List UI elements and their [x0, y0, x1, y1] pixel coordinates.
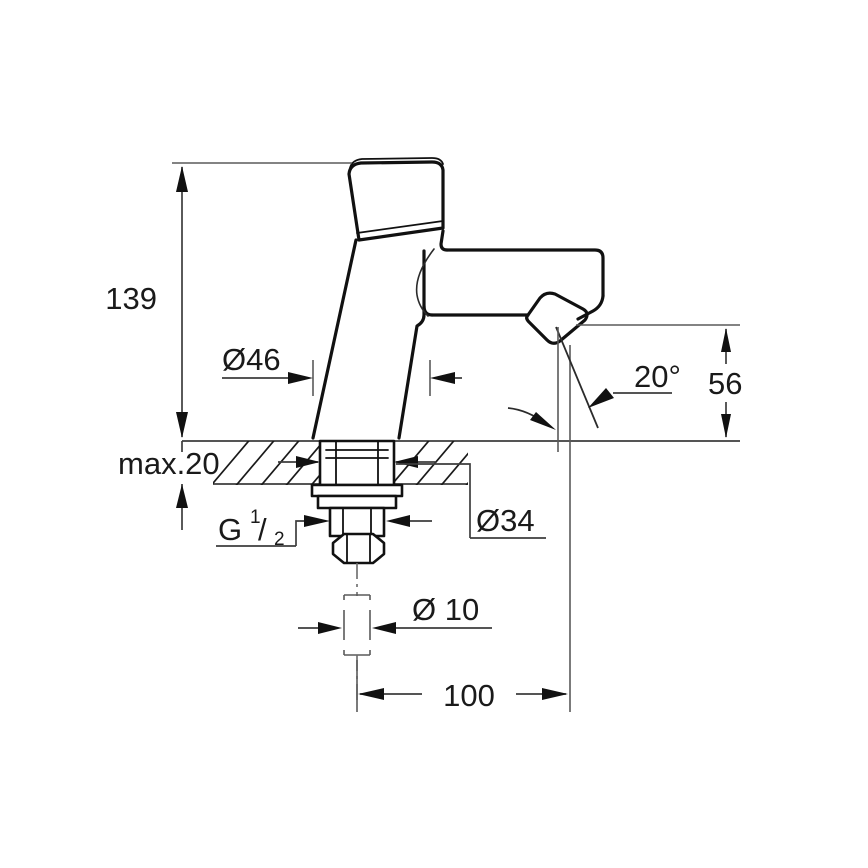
arrow-angle-curve: [530, 412, 556, 430]
spout-top-line: [445, 248, 605, 298]
arrow-g-half-right: [386, 515, 410, 527]
dimension-body-diameter-46: Ø46: [222, 342, 462, 396]
arrow-139-down: [176, 412, 188, 438]
dim-label-thread-numerator: 1: [250, 507, 261, 528]
dim-label-max20: max.20: [118, 446, 220, 481]
callout-base-diameter-34: Ø34: [396, 463, 546, 539]
dim-label-thread-g: G: [218, 512, 242, 547]
arrow-100-left: [358, 688, 384, 700]
arrow-g-half: [304, 515, 330, 527]
mounting-deck-section: [182, 440, 740, 485]
arrow-46-left-pointing: [430, 372, 455, 384]
shank-through-deck: [318, 439, 396, 487]
dim-label-100: 100: [443, 678, 495, 713]
arrow-46-right-pointing: [288, 372, 313, 384]
dimension-tail-diameter-10: Ø 10: [298, 592, 492, 634]
arrow-10-right-pointing: [318, 622, 342, 634]
threaded-tail: [328, 506, 386, 538]
shank-assembly: [310, 439, 404, 565]
dim-label-56-bg: [700, 364, 756, 402]
lock-washer: [310, 483, 404, 498]
arrow-20deg: [588, 388, 614, 408]
lock-nut-plate: [316, 494, 398, 510]
dim-label-thread-denominator: 2: [274, 529, 285, 550]
arrow-20-up: [176, 484, 188, 508]
handle-groove-line: [356, 220, 444, 234]
hex-coupling-nut: [331, 532, 386, 565]
internal-neck-curve: [415, 248, 435, 317]
arrow-10-left-pointing: [372, 622, 396, 634]
dim-label-10: Ø 10: [412, 592, 479, 627]
arrow-100-right: [542, 688, 568, 700]
handle-cap-top-edge: [349, 157, 444, 169]
column-lower-right-edge: [397, 304, 426, 440]
spout-right-edge: [576, 294, 605, 321]
dim-label-20deg: 20°: [634, 359, 681, 394]
arrow-20-inner-right: [296, 456, 320, 468]
dim-label-100-bg: [422, 672, 516, 714]
dim-label-thread-slash: /: [258, 512, 267, 547]
column-left-edge: [311, 238, 358, 440]
dim-label-46: Ø46: [222, 342, 281, 377]
faucet-body: [311, 157, 605, 440]
dim-label-139: 139: [105, 281, 157, 316]
handle-upper-block: [347, 160, 445, 242]
dimension-outlet-angle-20: 20°: [507, 326, 681, 452]
dimension-height-139: 139: [105, 162, 352, 438]
arrow-20-inner-left: [394, 456, 418, 468]
dimension-projection-100: 100: [356, 345, 571, 714]
dimension-deck-thickness-20: max.20: [118, 441, 436, 530]
callout-thread-g-half: G 1 / 2: [216, 507, 432, 550]
arrow-139-up: [176, 166, 188, 192]
leader-34: [396, 463, 471, 538]
dim-label-56: 56: [708, 366, 742, 401]
arrow-56-up: [721, 328, 731, 352]
dim-label-34: Ø34: [476, 503, 535, 538]
arrow-56-down: [721, 414, 731, 438]
aerator-outlet: [525, 291, 589, 345]
column-right-edge-upper: [439, 229, 449, 252]
stream-angle-line: [555, 326, 599, 429]
dimension-outlet-height-56: 56: [576, 324, 756, 438]
